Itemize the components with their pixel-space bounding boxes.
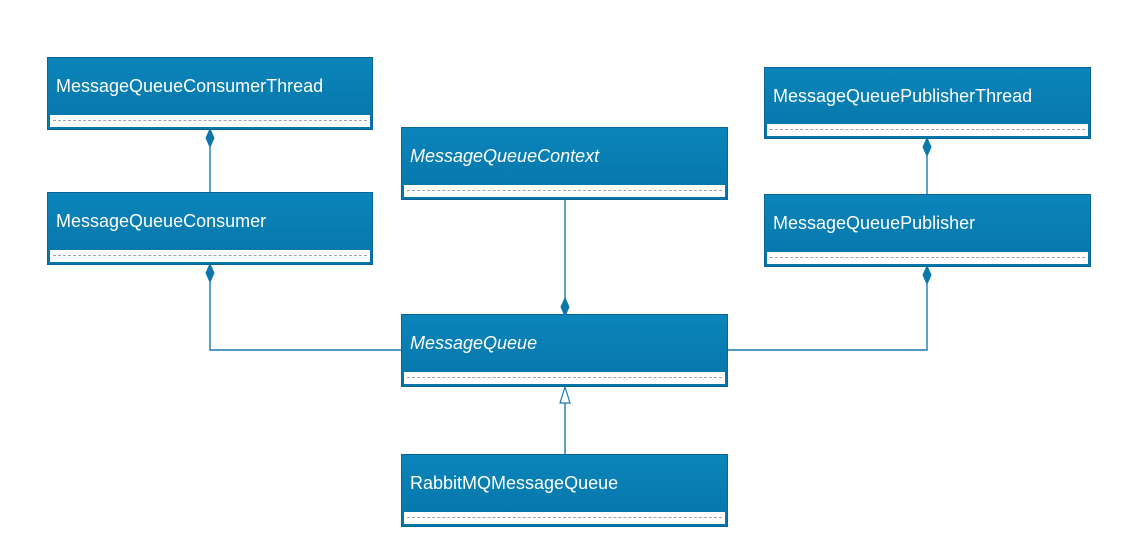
queue-publisher-composition-line (727, 284, 928, 351)
publisher-thread-composition-diamond (922, 136, 932, 158)
class-name: MessageQueue (410, 333, 538, 353)
class-message-queue-publisher[interactable]: MessageQueuePublisher (764, 194, 1091, 267)
class-name: MessageQueueConsumerThread (56, 76, 324, 96)
generalization-arrowhead-icon (559, 384, 571, 404)
class-name: MessageQueuePublisherThread (773, 86, 1033, 106)
queue-consumer-composition-diamond (205, 262, 215, 284)
class-message-queue-publisher-thread[interactable]: MessageQueuePublisherThread (764, 67, 1091, 139)
queue-publisher-composition-diamond (922, 264, 932, 286)
class-rabbitmq-message-queue[interactable]: RabbitMQMessageQueue (401, 454, 728, 527)
class-name: MessageQueueConsumer (56, 211, 267, 231)
class-members-compartment (404, 512, 725, 524)
queue-consumer-composition-line (209, 282, 403, 351)
class-name: MessageQueueContext (410, 146, 600, 166)
class-message-queue-consumer[interactable]: MessageQueueConsumer (47, 192, 373, 265)
class-members-compartment (767, 124, 1088, 136)
class-message-queue[interactable]: MessageQueue (401, 314, 728, 387)
class-message-queue-consumer-thread[interactable]: MessageQueueConsumerThread (47, 57, 373, 130)
class-message-queue-context[interactable]: MessageQueueContext (401, 127, 728, 200)
class-members-compartment (50, 250, 370, 262)
class-members-compartment (404, 185, 725, 197)
class-name: RabbitMQMessageQueue (410, 473, 619, 493)
class-name: MessageQueuePublisher (773, 213, 976, 233)
class-members-compartment (404, 372, 725, 384)
class-members-compartment (767, 252, 1088, 264)
consumer-thread-composition-diamond (205, 127, 215, 149)
class-members-compartment (50, 115, 370, 127)
